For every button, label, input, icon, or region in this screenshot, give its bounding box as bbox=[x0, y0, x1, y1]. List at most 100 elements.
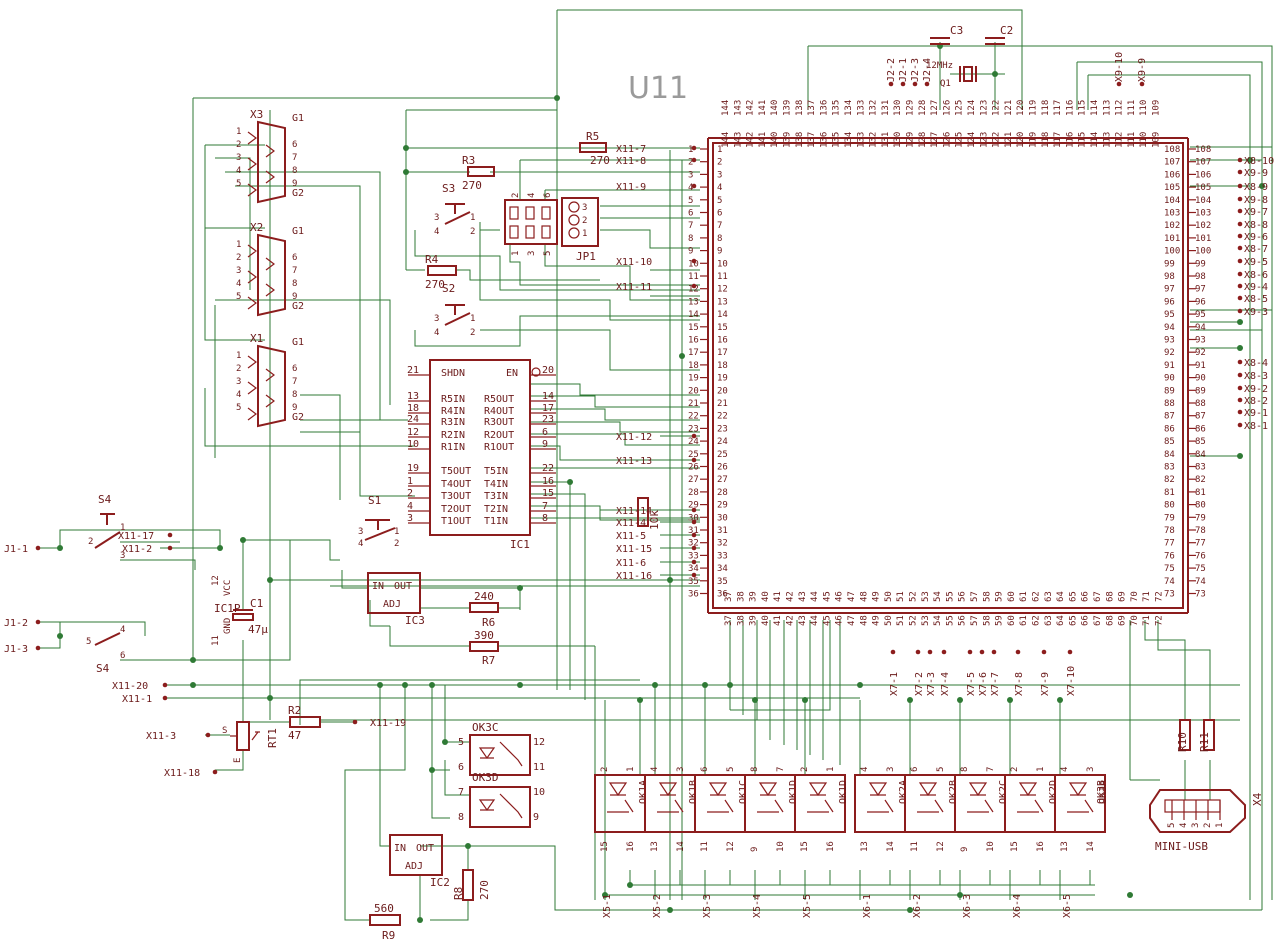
s4-pin3: 3 bbox=[120, 551, 125, 561]
opto-pin: 12 bbox=[936, 841, 946, 852]
s2-pin4: 4 bbox=[434, 328, 439, 338]
opto-pin: 15 bbox=[1010, 841, 1020, 852]
usb-name: MINI-USB bbox=[1155, 840, 1208, 853]
net-label: X8-7 bbox=[1244, 244, 1268, 255]
u11-pin-number: 27 bbox=[688, 475, 699, 485]
u11-pin-number: 98 bbox=[1164, 272, 1175, 282]
ok3-pin: 11 bbox=[533, 762, 545, 773]
u11-pin-number: 6 bbox=[688, 209, 693, 219]
u11-pin-number: 54 bbox=[933, 591, 943, 602]
opto-pin: 13 bbox=[860, 841, 870, 852]
net-label: X8-5 bbox=[1244, 294, 1268, 305]
u11-pin-number: 24 bbox=[717, 437, 728, 447]
ic1-pin-number: 9 bbox=[542, 439, 548, 450]
ic2-adj: ADJ bbox=[405, 861, 423, 872]
u11-pin-number: 32 bbox=[688, 539, 699, 549]
ic1-pin-label: T4IN bbox=[484, 479, 508, 490]
u11-pin-number: 135 bbox=[832, 132, 842, 148]
pin-label: 8 bbox=[292, 279, 297, 289]
opto-pin: 2 bbox=[1010, 767, 1020, 772]
ic2-out: OUT bbox=[416, 843, 434, 854]
u11-pin-number: 9 bbox=[717, 247, 722, 257]
net-pad bbox=[1237, 308, 1243, 314]
u11-pin-number: 126 bbox=[942, 132, 952, 148]
pin-label: 5 bbox=[236, 292, 241, 302]
opto-transistor-icon bbox=[967, 799, 994, 813]
net-label: X8-9 bbox=[1244, 182, 1268, 193]
u11-pin-number: 26 bbox=[717, 463, 728, 473]
u11-pin-number: 131 bbox=[881, 132, 891, 148]
u11-pin-number: 65 bbox=[1068, 615, 1078, 626]
u11-pin-number: 58 bbox=[982, 615, 992, 626]
ic1-pin-label: R4OUT bbox=[484, 406, 514, 417]
u11-pin-number: 30 bbox=[717, 513, 728, 523]
switch-s4-second: S4 5 4 6 bbox=[86, 625, 125, 675]
net-label: X6-1 bbox=[862, 894, 873, 918]
u11-pin-number: 132 bbox=[869, 132, 879, 148]
net-label: X7-3 bbox=[926, 672, 937, 696]
u11-pin-number: 71 bbox=[1142, 615, 1152, 626]
net-label: X8-10 bbox=[1244, 156, 1274, 167]
net-label: X7-8 bbox=[1014, 672, 1025, 696]
u11-pin-number: 115 bbox=[1078, 132, 1088, 148]
ic1-pin-label: T3OUT bbox=[441, 491, 471, 502]
opto-pin: 2 bbox=[800, 767, 810, 772]
c2-name: C2 bbox=[1000, 24, 1013, 37]
ic1-power-name: IC1P bbox=[214, 602, 241, 615]
u11-pin-number: 34 bbox=[688, 564, 699, 574]
u11-pin-number: 132 bbox=[869, 100, 879, 116]
opto-pin: 7 bbox=[986, 767, 996, 772]
net-label: X9-5 bbox=[1244, 257, 1268, 268]
ic1-pin-number: 2 bbox=[407, 488, 413, 499]
s3-name: S3 bbox=[442, 182, 455, 195]
connector-x1-name: X1 bbox=[250, 332, 263, 345]
net-label: X6-2 bbox=[912, 894, 923, 918]
net-pad bbox=[1237, 169, 1243, 175]
u11-pin-number: 14 bbox=[717, 310, 728, 320]
u11-pin-number: 43 bbox=[798, 591, 808, 602]
u11-pin-number: 137 bbox=[807, 132, 817, 148]
r3-name: R3 bbox=[462, 154, 475, 167]
opto-pin: 5 bbox=[936, 767, 946, 772]
u11-pin-number: 1 bbox=[688, 145, 693, 155]
net-pad bbox=[691, 157, 697, 163]
ic3-adj: ADJ bbox=[383, 599, 401, 610]
ok3-pin: 7 bbox=[458, 787, 464, 798]
u11-pin-number: 117 bbox=[1053, 132, 1063, 148]
net-pad bbox=[691, 559, 697, 565]
u11-pin-number: 113 bbox=[1102, 132, 1112, 148]
opto-pin: 9 bbox=[750, 847, 760, 852]
u11-pin-number: 25 bbox=[717, 450, 728, 460]
u11-pin-number: 95 bbox=[1164, 310, 1175, 320]
pin-label: 5 bbox=[236, 403, 241, 413]
opto-pin: 7 bbox=[776, 767, 786, 772]
opto-pin: 16 bbox=[1036, 841, 1046, 852]
ic1-pin-label: T2IN bbox=[484, 504, 508, 515]
net-pad bbox=[1067, 649, 1073, 655]
u11-pin-number: 37 bbox=[724, 591, 734, 602]
net-label: X6-5 bbox=[1062, 894, 1073, 918]
opto-transistor-icon bbox=[807, 799, 834, 813]
net-pad bbox=[1116, 81, 1122, 87]
u11-pin-number: 111 bbox=[1127, 100, 1137, 116]
u11-pin-number: 96 bbox=[1164, 297, 1175, 307]
u11-pin-number: 70 bbox=[1130, 615, 1140, 626]
ic1-pin-label: R4IN bbox=[441, 406, 465, 417]
opto-name: OK1C bbox=[738, 780, 749, 804]
pin-label: 1 bbox=[236, 127, 241, 137]
u11-pin-number: 45 bbox=[822, 615, 832, 626]
ic1-pin-label: T5OUT bbox=[441, 466, 471, 477]
net-label: X11-13 bbox=[616, 456, 652, 467]
u11-pin-number: 124 bbox=[967, 132, 977, 148]
u11-pin-number: 43 bbox=[798, 615, 808, 626]
u11-pin-number: 51 bbox=[896, 591, 906, 602]
pin-label: 3 bbox=[236, 377, 241, 387]
resistor-r5: R5 270 bbox=[579, 130, 610, 167]
u11-pin-number: 114 bbox=[1090, 100, 1100, 116]
u11-pin-number: 8 bbox=[688, 234, 693, 244]
net-pad bbox=[1041, 649, 1047, 655]
u11-pin-number: 129 bbox=[906, 132, 916, 148]
u11-pin-number: 23 bbox=[688, 424, 699, 434]
vcc-label: VCC bbox=[223, 580, 233, 596]
